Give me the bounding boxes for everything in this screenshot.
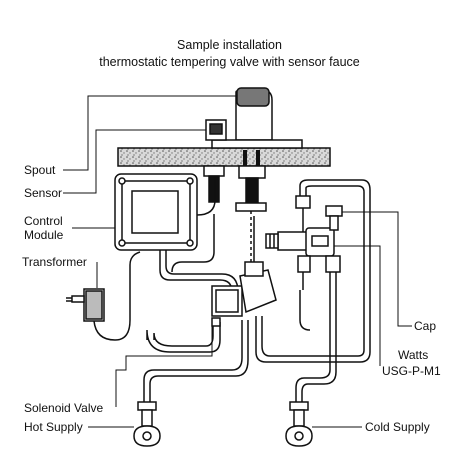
- label-transformer: Transformer: [22, 255, 87, 269]
- control-module: [114, 173, 198, 251]
- sensor-unit: [205, 119, 227, 141]
- label-cap: Cap: [414, 319, 437, 333]
- label-solenoid-valve: Solenoid Valve: [24, 401, 104, 415]
- watts-leader: [334, 245, 381, 366]
- transformer: [66, 251, 141, 341]
- diagram-title: Sample installation: [177, 38, 282, 52]
- solenoid-leader: [115, 318, 213, 407]
- tempering-valve-piping: [255, 179, 371, 402]
- label-watts-line1: Watts: [398, 348, 429, 362]
- spout-leader: [63, 95, 236, 171]
- diagram-subtitle: thermostatic tempering valve with sensor…: [99, 55, 360, 69]
- hot-stop-valve: [133, 401, 161, 447]
- sensor-cable: [196, 176, 216, 216]
- label-control-module-line2: Module: [24, 228, 64, 242]
- cold-stop-valve: [285, 401, 313, 447]
- sensor-leader: [63, 129, 206, 194]
- cap-leader: [342, 211, 412, 327]
- label-sensor: Sensor: [24, 186, 63, 200]
- leader-lines: [63, 95, 412, 428]
- label-cold-supply: Cold Supply: [365, 420, 430, 434]
- label-hot-supply: Hot Supply: [24, 420, 83, 434]
- faucet-spout: [211, 87, 303, 166]
- label-watts-line2: USG-P-M1: [382, 364, 441, 378]
- countertop: [117, 147, 331, 167]
- hot-supply-piping: [143, 214, 249, 402]
- label-spout: Spout: [24, 163, 56, 177]
- tempering-valve: [265, 205, 343, 257]
- label-control-module-line1: Control: [24, 214, 63, 228]
- solenoid-valve: [211, 261, 277, 327]
- under-counter-shanks: [203, 165, 267, 268]
